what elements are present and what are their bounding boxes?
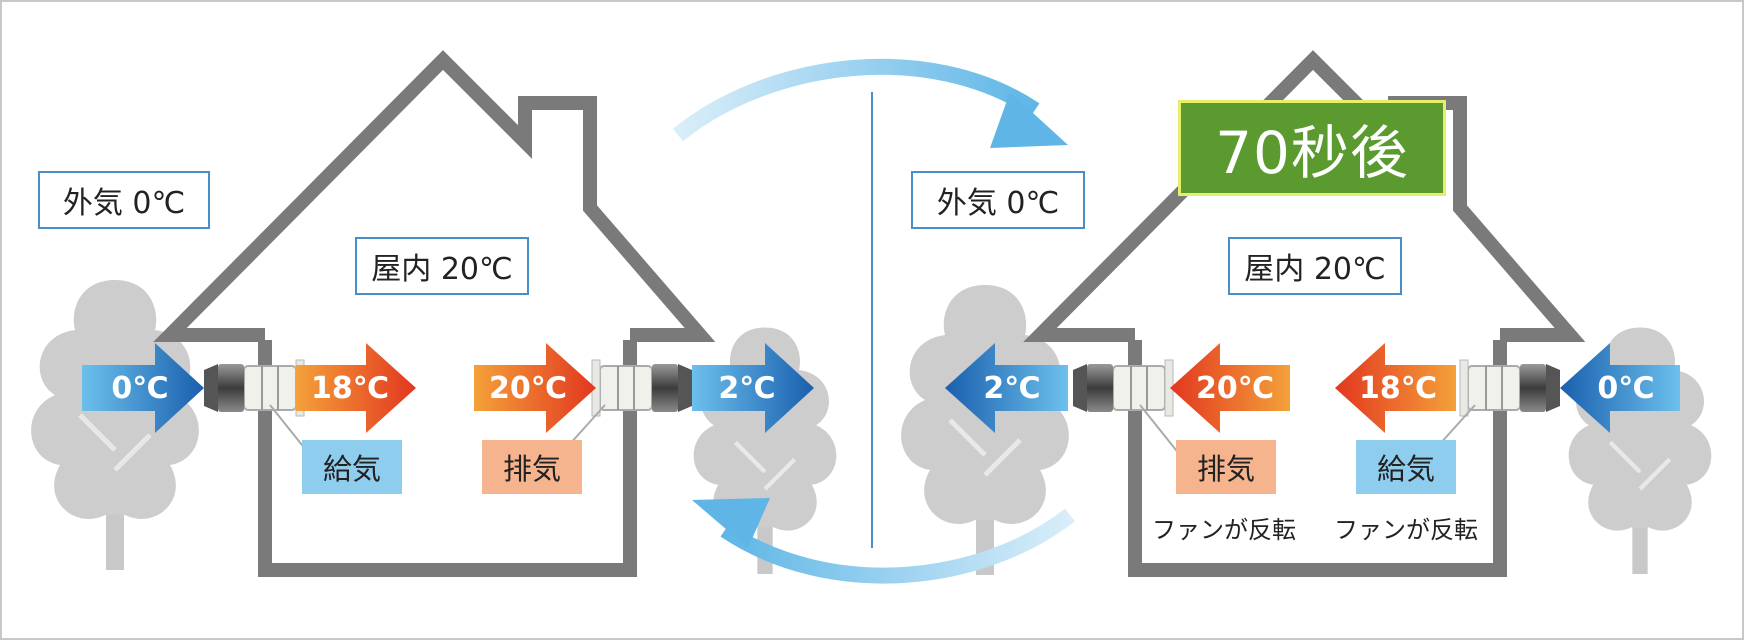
supply-tag-right: 給気 (1356, 440, 1456, 494)
arrow-outside-in (82, 343, 204, 433)
arrow-supply-in (296, 343, 416, 433)
arrow-label: 0℃ (1597, 370, 1655, 406)
arrow-label: 18℃ (1358, 370, 1438, 406)
arrow-outside-in-right (1560, 343, 1680, 433)
elapsed-time-badge: 70秒後 (1178, 100, 1446, 196)
arrow-label: 2℃ (983, 370, 1041, 406)
cycle-arrow-top-head (990, 92, 1068, 148)
arrow-label: 2℃ (718, 370, 776, 406)
arrow-supply-in-right (1335, 343, 1456, 433)
arrow-outside-out (692, 343, 814, 433)
fan-right-supply (1459, 359, 1561, 417)
exhaust-tag-right: 排気 (1176, 440, 1276, 494)
arrow-outside-out-right (945, 343, 1068, 433)
arrow-label: 18℃ (310, 370, 390, 406)
house-outline-left (153, 50, 716, 577)
outside-temp-label-right: 外気 0℃ (911, 171, 1085, 229)
fan-right-exhaust (1072, 359, 1174, 417)
arrow-label: 20℃ (488, 370, 568, 406)
arrow-label: 20℃ (1195, 370, 1275, 406)
exhaust-tag-left: 排気 (482, 440, 582, 494)
fan-reverse-note: ファンが反転 (1334, 516, 1478, 544)
arrow-exhaust-out-right (1170, 343, 1290, 433)
fan-left-supply (203, 359, 305, 417)
arrow-exhaust-out (474, 343, 596, 433)
indoor-temp-label-left: 屋内 20℃ (355, 237, 529, 295)
fan-reverse-note: ファンが反転 (1152, 516, 1296, 544)
fan-left-exhaust (591, 359, 693, 417)
outside-temp-label-left: 外気 0℃ (38, 171, 210, 229)
cycle-arrow-bottom (720, 508, 1075, 584)
supply-tag-left: 給気 (302, 440, 402, 494)
cycle-arrow-bottom-head (692, 498, 770, 548)
arrow-label: 0℃ (111, 370, 169, 406)
cycle-arrow-top (672, 58, 1040, 142)
indoor-temp-label-right: 屋内 20℃ (1228, 237, 1402, 295)
